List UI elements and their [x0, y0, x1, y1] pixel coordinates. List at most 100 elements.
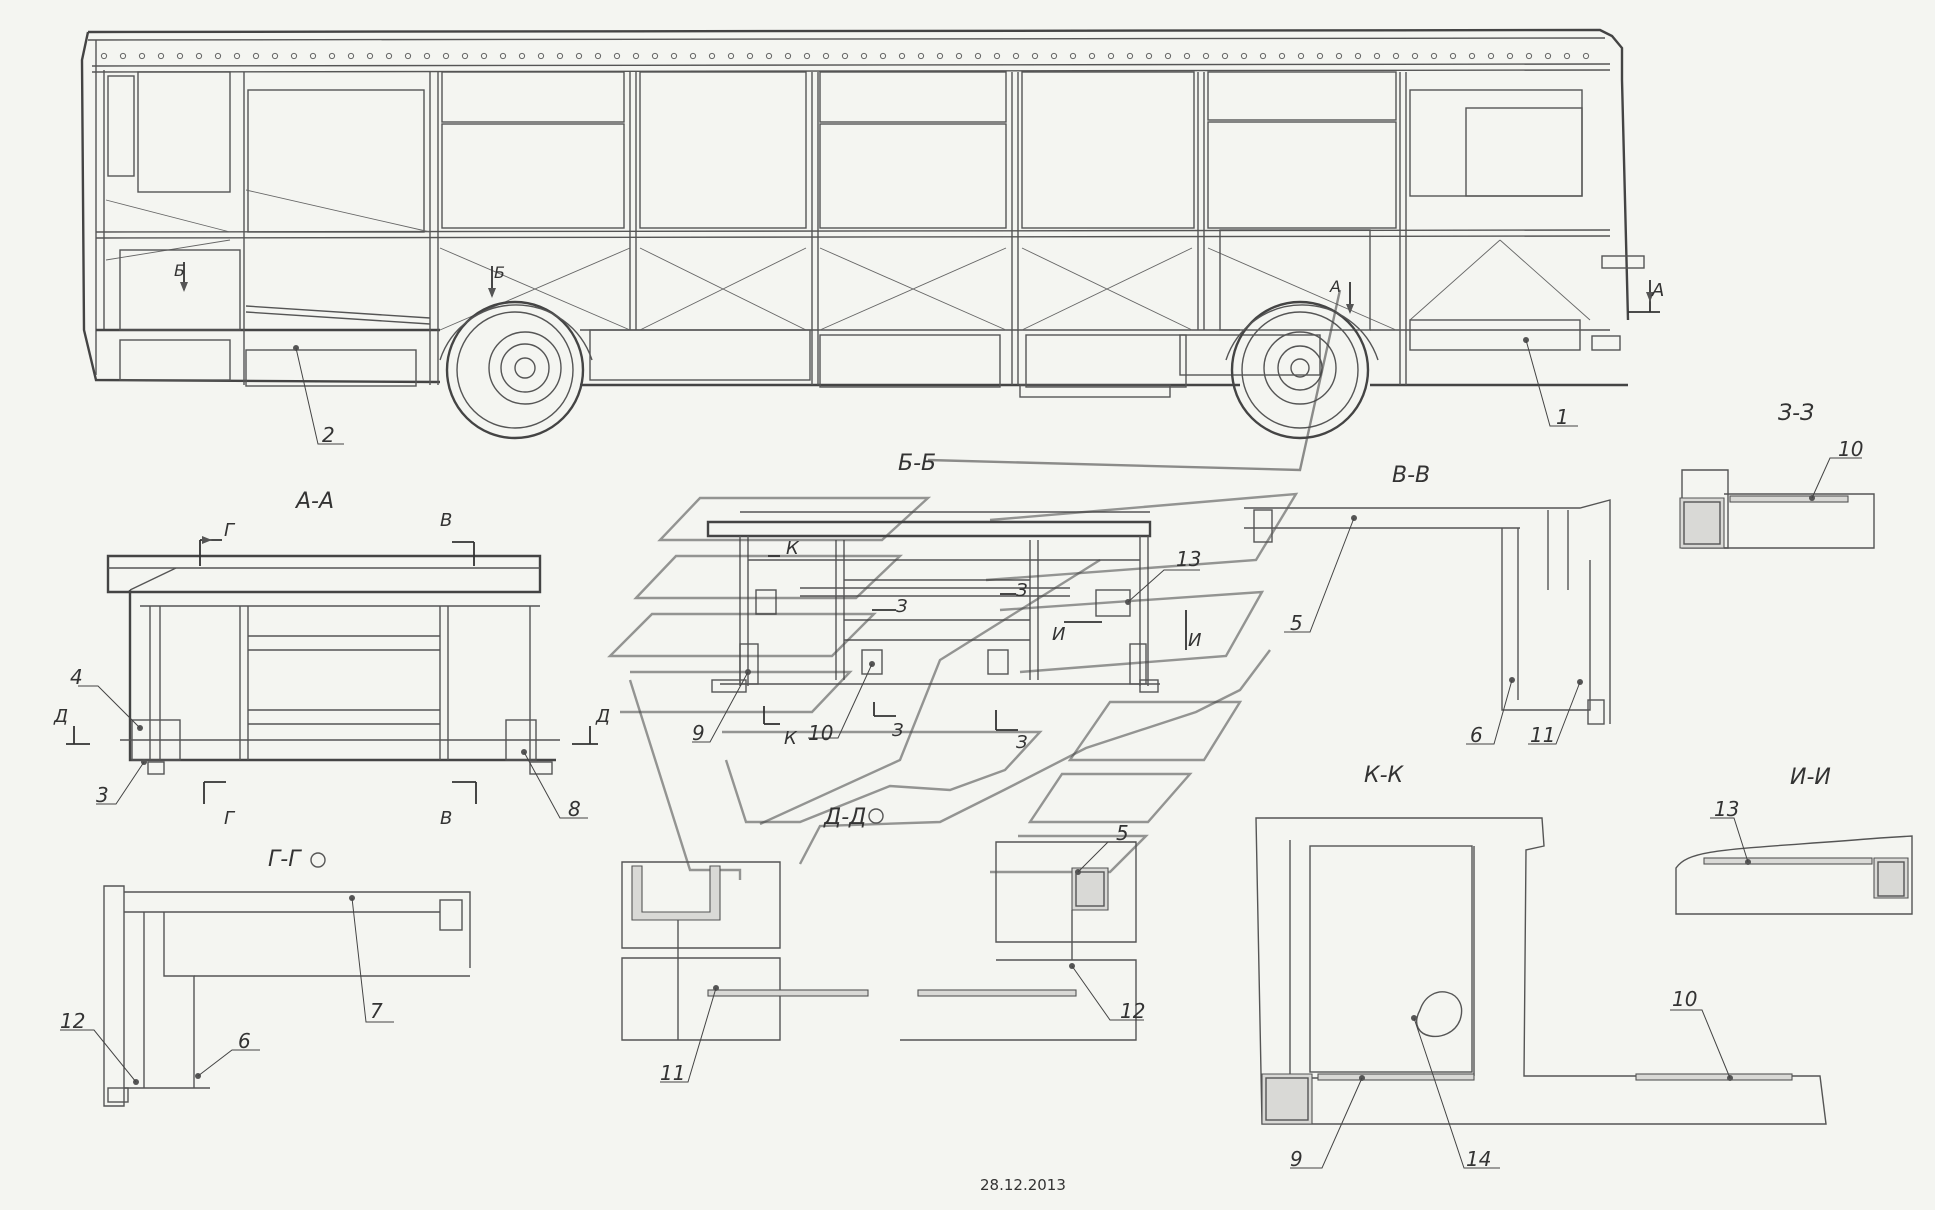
- rivet: [347, 52, 355, 60]
- rivet: [708, 52, 716, 60]
- rivet: [556, 52, 564, 60]
- drawing-date: 28.12.2013: [980, 1176, 1066, 1194]
- view-title-gg: Г-Г: [268, 847, 302, 872]
- callout-7: 7: [370, 999, 383, 1023]
- rivet: [727, 52, 735, 60]
- rivet: [461, 52, 469, 60]
- callout-10-kk: 10: [1672, 987, 1697, 1011]
- rivet: [1582, 52, 1590, 60]
- rivet: [1487, 52, 1495, 60]
- view-z-z: З-З 10: [1679, 401, 1875, 549]
- callout-9-bb: 9: [692, 721, 705, 745]
- rivet: [195, 52, 203, 60]
- callout-2: 2: [322, 423, 335, 447]
- section-mark-d-left: Д: [53, 706, 68, 727]
- section-mark-v-top: В: [440, 510, 452, 531]
- view-title-bb: Б-Б: [898, 451, 936, 476]
- section-mark-k-top: К: [786, 538, 800, 559]
- view-i-i: И-И 13: [1675, 765, 1913, 915]
- view-v-v: В-В 5 6 11: [1244, 463, 1611, 747]
- rivet: [499, 52, 507, 60]
- rivet: [917, 52, 925, 60]
- rivet: [233, 52, 241, 60]
- callout-6-vv: 6: [1470, 723, 1483, 747]
- section-mark-a-2: А: [1329, 277, 1341, 296]
- rivet: [309, 52, 317, 60]
- rivet: [1202, 52, 1210, 60]
- section-mark-a: А: [1651, 280, 1664, 301]
- rivet: [1088, 52, 1096, 60]
- rivet: [1031, 52, 1039, 60]
- rivet: [955, 52, 963, 60]
- callout-5-dd: 5: [1116, 821, 1129, 845]
- rivet: [1126, 52, 1134, 60]
- rivet: [518, 52, 526, 60]
- callout-1: 1: [1556, 405, 1569, 429]
- section-mark-v-bottom: В: [440, 808, 452, 829]
- rivet: [613, 52, 621, 60]
- callout-13-bb: 13: [1176, 547, 1201, 571]
- callout-4: 4: [70, 665, 83, 689]
- rivet: [1525, 52, 1533, 60]
- rivet: [860, 52, 868, 60]
- view-d-d: Д-Д 11 12 5: [621, 805, 1145, 1085]
- view-title-zz: З-З: [1778, 401, 1814, 426]
- callout-13-ii: 13: [1714, 797, 1739, 821]
- rivet: [651, 52, 659, 60]
- callout-11-dd: 11: [660, 1061, 685, 1085]
- rivet: [803, 52, 811, 60]
- view-title-vv: В-В: [1392, 463, 1430, 488]
- rivet: [1392, 52, 1400, 60]
- rivet: [119, 52, 127, 60]
- rivet: [936, 52, 944, 60]
- rivet: [575, 52, 583, 60]
- rivet: [442, 52, 450, 60]
- rivet: [1373, 52, 1381, 60]
- section-mark-b-1: Б: [174, 261, 185, 280]
- rivet: [138, 52, 146, 60]
- rivet: [1145, 52, 1153, 60]
- rivet: [157, 52, 165, 60]
- rivet: [385, 52, 393, 60]
- rivet: [1449, 52, 1457, 60]
- rivet: [1240, 52, 1248, 60]
- section-mark-i-2: И: [1188, 630, 1201, 651]
- section-mark-z-4: З: [1016, 732, 1028, 753]
- rivet: [822, 52, 830, 60]
- callout-14: 14: [1466, 1147, 1491, 1171]
- rivet: [1506, 52, 1514, 60]
- rivet: [689, 52, 697, 60]
- callout-9-kk: 9: [1290, 1147, 1303, 1171]
- callout-11-vv: 11: [1530, 723, 1555, 747]
- roof-rivets: [100, 52, 1590, 60]
- rivet: [974, 52, 982, 60]
- callout-5-vv: 5: [1290, 611, 1303, 635]
- section-mark-z-3: З: [892, 720, 904, 741]
- view-title-ii: И-И: [1790, 765, 1831, 790]
- rivet: [1012, 52, 1020, 60]
- view-title-kk: К-К: [1364, 763, 1405, 788]
- rivet: [1354, 52, 1362, 60]
- rivet: [993, 52, 1001, 60]
- rivet: [670, 52, 678, 60]
- bus-side-view: А Б Б А 1 2: [80, 28, 1664, 472]
- rivet: [1107, 52, 1115, 60]
- rivet: [176, 52, 184, 60]
- rivet: [1316, 52, 1324, 60]
- rivet: [214, 52, 222, 60]
- callout-12-dd: 12: [1120, 999, 1145, 1023]
- rivet: [271, 52, 279, 60]
- rivet: [1335, 52, 1343, 60]
- view-k-k: К-К 9 14 10: [1255, 763, 1827, 1171]
- rivet: [1563, 52, 1571, 60]
- rivet: [480, 52, 488, 60]
- rivet: [1221, 52, 1229, 60]
- callout-12-gg: 12: [60, 1009, 85, 1033]
- rivet: [423, 52, 431, 60]
- rivet: [1069, 52, 1077, 60]
- callout-8: 8: [568, 797, 581, 821]
- rivet: [879, 52, 887, 60]
- section-mark-k-bottom: К: [784, 728, 798, 749]
- callout-3: 3: [96, 783, 109, 807]
